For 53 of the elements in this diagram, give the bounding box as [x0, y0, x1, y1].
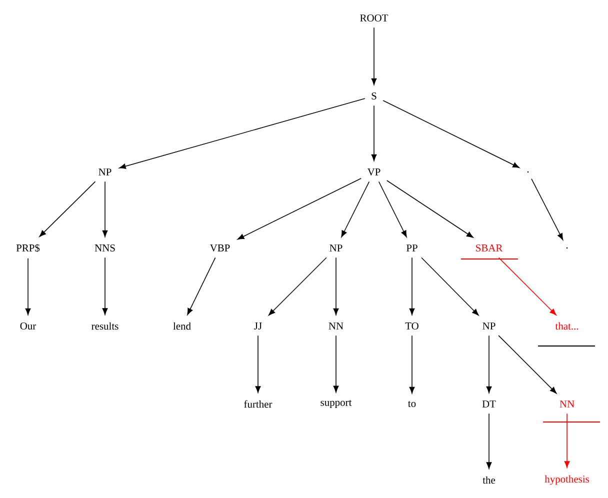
- tree-label: the: [482, 476, 496, 484]
- tree-label: TO: [405, 322, 418, 330]
- tree-label: NP: [482, 322, 496, 330]
- tree-label: VP: [367, 168, 380, 176]
- arrow: [268, 257, 327, 316]
- tree-label: SBAR: [476, 244, 503, 252]
- arrow: [102, 181, 108, 238]
- tree-label: lend: [173, 322, 191, 330]
- tree-label: support: [320, 400, 352, 408]
- tree-label: ROOT: [360, 14, 388, 22]
- arrow: [102, 257, 108, 315]
- arrow: [386, 180, 474, 238]
- arrow: [39, 181, 96, 237]
- tree-label: NNS: [94, 244, 115, 252]
- tree-label: NN: [328, 322, 344, 330]
- arrow: [531, 178, 564, 240]
- tree-label: PRP$: [16, 244, 40, 252]
- arrow: [255, 335, 261, 393]
- tree-label: .: [527, 171, 529, 173]
- arrow: [371, 105, 377, 162]
- tree-label: S: [372, 92, 376, 100]
- tree-label: NP: [330, 244, 342, 252]
- arrow: [333, 335, 339, 393]
- arrow: [564, 413, 570, 468]
- arrow: [187, 257, 216, 316]
- arrow: [421, 257, 479, 316]
- tree-label: NN: [560, 400, 574, 408]
- tree-label: JJ: [254, 322, 262, 330]
- arrow: [409, 257, 415, 316]
- arrow: [237, 178, 362, 240]
- arrow: [498, 257, 556, 316]
- arrow: [341, 181, 370, 238]
- arrow: [333, 257, 339, 316]
- arrow: [382, 100, 520, 168]
- arrow: [378, 181, 407, 238]
- tree-label: Our: [20, 322, 36, 330]
- arrow: [119, 98, 366, 169]
- tree-label: PP: [406, 244, 418, 252]
- tree-label: results: [92, 322, 118, 330]
- arrow: [498, 335, 557, 394]
- tree-label: .: [566, 247, 568, 249]
- arrow: [486, 413, 492, 469]
- arrow: [486, 335, 492, 394]
- tree-label: NP: [98, 168, 112, 176]
- arrow: [25, 258, 31, 316]
- tree-label: VBP: [210, 244, 230, 252]
- arrow: [409, 335, 415, 394]
- tree-label: to: [408, 401, 416, 407]
- tree-label: hypothesis: [544, 475, 589, 485]
- tree-label: DT: [482, 400, 496, 408]
- tree-label: that...: [555, 322, 578, 330]
- arrow: [371, 27, 377, 86]
- tree-label: further: [244, 400, 272, 408]
